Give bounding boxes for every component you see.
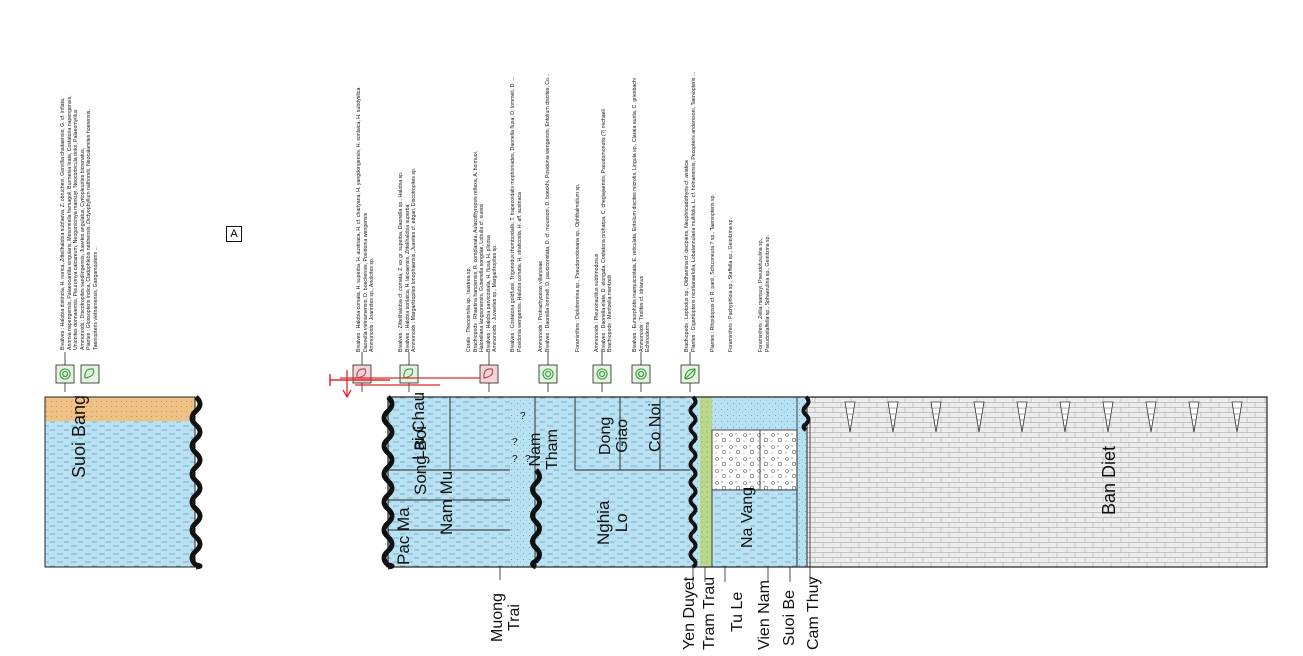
bottom-label-tram-trau: Tram Trau bbox=[702, 577, 719, 650]
fossil-note: Bivalves : Zittelihalobia cf. comata, Z.… bbox=[398, 168, 418, 352]
fossil-note: Foraminifers : Diplotremina sp., Pseudon… bbox=[575, 184, 582, 352]
fossil-leader-lines bbox=[56, 352, 699, 392]
fossil-note: Ammonoids : Pleuronautilus subtrinodosus… bbox=[594, 109, 614, 352]
bottom-label-yen-duyet: Yen Duyet bbox=[682, 577, 699, 650]
formation-label-pac-ma: Pac Ma bbox=[395, 507, 413, 565]
bottom-label-tu-le: Tu Le bbox=[730, 592, 747, 632]
bivalve-icon bbox=[81, 365, 99, 383]
ammonite-icon bbox=[593, 365, 611, 383]
suoi-bang-sandstone bbox=[45, 397, 195, 421]
suoi-bang-body bbox=[45, 397, 195, 567]
bottom-label-muong-trai: Muong Trai bbox=[490, 593, 524, 642]
fossil-note: Bivalves : Eumorphotis inaequicostata, E… bbox=[632, 78, 652, 352]
panel-label: A bbox=[226, 226, 242, 242]
ammonite-icon bbox=[539, 365, 557, 383]
fossil-note: Plantes : Rhipidopsis cf. R. panii, Schi… bbox=[710, 194, 717, 352]
fossil-note: Brachiopods : Leptodus sp., Oldhamina cf… bbox=[684, 72, 697, 352]
fossil-note: Corals : Thecosmilia sp., Isastrea sp.Br… bbox=[466, 151, 499, 352]
formation-label-ban-diet: Ban Diet bbox=[1100, 446, 1119, 515]
question-mark: ? bbox=[525, 455, 531, 465]
question-mark: ? bbox=[512, 438, 518, 448]
bottom-label-cam-thuy: Cam Thuy bbox=[806, 576, 823, 650]
question-mark: ? bbox=[512, 455, 518, 465]
formation-label-suoi-bang: Suoi Bang bbox=[70, 395, 89, 478]
bottom-label-suoi-be: Suoi Be bbox=[782, 590, 799, 646]
formation-label-nam-mu: Nam Mu bbox=[438, 471, 456, 535]
question-mark: ? bbox=[520, 412, 526, 422]
main-column bbox=[384, 397, 1267, 567]
fossil-note: Bivalves : Costatoria goldfussi, Trigono… bbox=[510, 76, 523, 352]
formation-label-na-vang: Na Vang bbox=[740, 487, 757, 548]
bottom-label-vien-nam: Vien Nam bbox=[757, 580, 774, 650]
formation-label-nghia-lo: Nghia Lo bbox=[595, 501, 631, 545]
fossil-note: Bivalves : Halobia distincta, H. norica,… bbox=[60, 95, 99, 350]
fossil-note: Foraminifers : Zellia mansuyi, Pseudofus… bbox=[758, 235, 771, 352]
ammonite-icon bbox=[56, 365, 74, 383]
tram-trau-green-band bbox=[700, 397, 712, 567]
formation-label-co-noi: Co Noi bbox=[648, 403, 665, 452]
bivalve-icon bbox=[400, 365, 418, 383]
ban-diet-body bbox=[807, 397, 1267, 567]
plant-leaf-icon bbox=[681, 365, 699, 383]
formation-label-dong-giao: Dong Giao bbox=[598, 417, 632, 455]
ammonite-icon bbox=[632, 365, 650, 383]
bivalve-icon bbox=[480, 365, 498, 383]
fossil-note: Bivalves : Halobia comata, H. superba, H… bbox=[356, 88, 376, 352]
formation-label-nam-tham: Nam Tham bbox=[528, 429, 562, 470]
conglomerate-block bbox=[712, 430, 797, 490]
fossil-note: Foraminifers : Pachyphloia sp., Staffell… bbox=[728, 218, 735, 352]
formation-label-song-boi: Song Boi bbox=[412, 426, 430, 495]
